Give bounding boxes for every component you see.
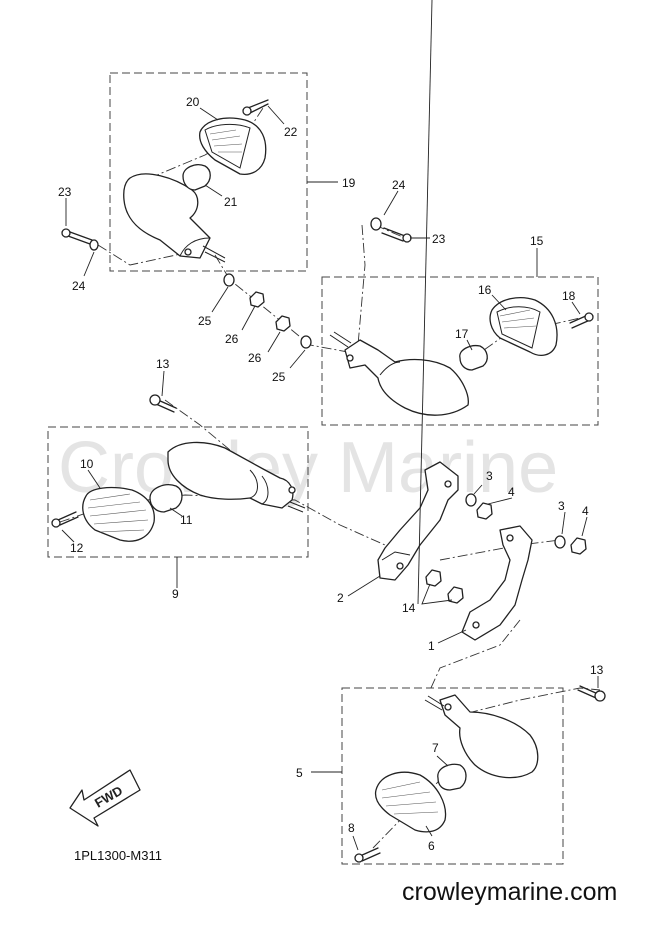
- nut-4-lower: [570, 537, 587, 555]
- washer-24-right: [370, 217, 382, 231]
- bracket-2: [377, 461, 459, 581]
- washer-24-left: [89, 239, 99, 251]
- bulb-21: [182, 164, 211, 191]
- callout-23-right: 23: [432, 232, 446, 246]
- callout-14: 14: [402, 601, 416, 615]
- screw-12: [57, 511, 79, 526]
- callout-5: 5: [296, 766, 303, 780]
- bracket-1: [461, 525, 533, 641]
- washer-25-right: [300, 335, 312, 349]
- flasher-body-15: [344, 339, 469, 416]
- callout-leaders: [61, 0, 599, 851]
- callout-3-upper: 3: [486, 469, 493, 483]
- flasher-body-5: [439, 694, 539, 779]
- nut-26-right: [275, 315, 291, 332]
- callout-18: 18: [562, 289, 576, 303]
- group-box-5: [341, 687, 564, 865]
- callout-16: 16: [478, 283, 492, 297]
- flasher-brackets: [377, 461, 587, 641]
- screw-8: [359, 847, 381, 862]
- callout-21: 21: [224, 195, 238, 209]
- callout-23-left: 23: [58, 185, 72, 199]
- rear-right-flasher-assembly: [275, 217, 594, 416]
- callout-17: 17: [455, 327, 469, 341]
- callout-19: 19: [342, 176, 356, 190]
- site-name[interactable]: crowleymarine.com: [402, 878, 618, 906]
- washer-25-left: [223, 273, 235, 287]
- fwd-arrow-icon: FWD: [69, 769, 141, 827]
- callout-4-lower: 4: [582, 504, 589, 518]
- callout-13-lower: 13: [590, 663, 604, 677]
- flasher-body-19: [123, 173, 211, 259]
- nut-14-b: [447, 586, 464, 604]
- lens-20: [199, 117, 267, 176]
- bolt-13-upper: [155, 399, 177, 413]
- screw-23-right: [381, 227, 406, 242]
- callout-15: 15: [530, 234, 544, 248]
- group-box-9: [47, 426, 309, 558]
- callout-22: 22: [284, 125, 298, 139]
- callout-6: 6: [428, 839, 435, 853]
- callout-25-left: 25: [198, 314, 212, 328]
- callout-numbers: 20 22 21 19 23 24 25 26 24 23 15 16 18 1…: [58, 95, 604, 853]
- bolt-13-lower: [577, 685, 599, 699]
- callout-1: 1: [428, 639, 435, 653]
- callout-11: 11: [180, 513, 193, 527]
- front-right-flasher-assembly: [354, 685, 606, 863]
- rear-left-flasher-assembly: [61, 99, 269, 308]
- callout-4-upper: 4: [508, 485, 515, 499]
- nut-4-upper: [476, 502, 493, 520]
- washer-3-lower: [554, 535, 566, 549]
- screw-23-left: [67, 231, 93, 245]
- callout-7: 7: [432, 741, 439, 755]
- front-left-flasher-assembly: [51, 394, 306, 542]
- callout-3-lower: 3: [558, 499, 565, 513]
- group-box-19: [109, 72, 308, 272]
- callout-20: 20: [186, 95, 200, 109]
- lens-10: [82, 486, 155, 542]
- callout-25-right: 25: [272, 370, 286, 384]
- bulb-7: [437, 763, 467, 791]
- bulb-17: [459, 344, 488, 371]
- nut-26-left: [249, 291, 265, 308]
- callout-24-left: 24: [72, 279, 86, 293]
- callout-10: 10: [80, 457, 94, 471]
- lens-6: [374, 771, 447, 833]
- callout-2: 2: [337, 591, 344, 605]
- callout-24-right: 24: [392, 178, 406, 192]
- callout-13-upper: 13: [156, 357, 170, 371]
- screw-22: [247, 99, 269, 114]
- nut-14-a: [425, 569, 442, 587]
- diagram-code: 1PL1300-M311: [74, 848, 162, 863]
- washer-3-upper: [465, 493, 477, 507]
- callout-26-right: 26: [248, 351, 262, 365]
- mount-hole: [184, 248, 192, 256]
- bulb-11: [149, 484, 183, 513]
- flasher-body-9: [167, 441, 294, 509]
- callout-8: 8: [348, 821, 355, 835]
- callout-26-left: 26: [225, 332, 239, 346]
- callout-12: 12: [70, 541, 84, 555]
- callout-9: 9: [172, 587, 179, 601]
- group-box-15: [321, 276, 599, 426]
